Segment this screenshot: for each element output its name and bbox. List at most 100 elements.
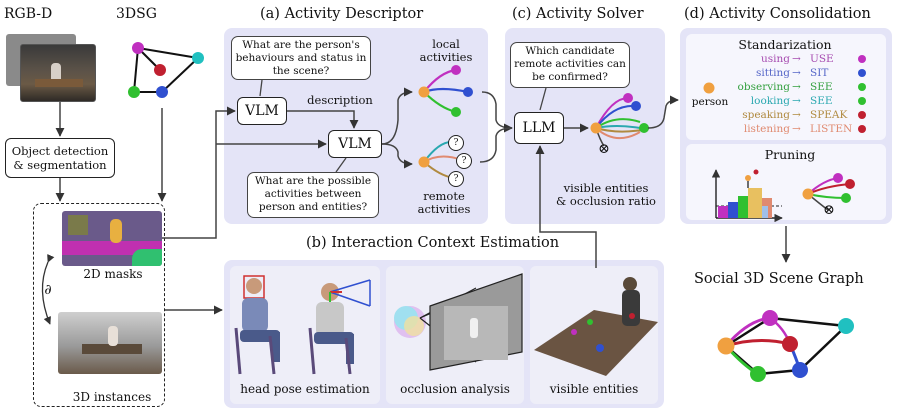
output-title: Social 3D Scene Graph: [694, 271, 864, 287]
mapping-to-3: SEE: [810, 95, 833, 107]
mapping-from-2: observing: [737, 81, 790, 93]
pruning-chart: [711, 169, 783, 223]
pruned-graph: [802, 173, 855, 211]
head-pose-label: head pose estimation: [240, 382, 370, 396]
solver-input-line2: & occlusion ratio: [556, 194, 656, 208]
instances-image: [58, 312, 162, 374]
prune-bar-yellow: [748, 188, 762, 218]
arrow-vlm1-to-vlm2: [287, 110, 359, 129]
solver-rejected-symbol: ⊗: [598, 141, 610, 157]
mapping-to-4: SPEAK: [810, 109, 848, 121]
person-figure-1: [234, 275, 280, 375]
arrow-vlm2-to-local: [381, 87, 413, 145]
bubble2-pointer: [335, 157, 347, 173]
instances-label: 3D instances: [72, 390, 152, 404]
remote-label-line1: remote: [423, 189, 465, 203]
description-label: description: [307, 93, 373, 107]
activity-descriptor-title: (a) Activity Descriptor: [260, 6, 424, 22]
person-figure-2: [308, 279, 371, 375]
llm-box: LLM: [514, 112, 564, 144]
detection-label-line1: Object detection: [11, 144, 109, 158]
mapping-arrow-4: →: [792, 109, 801, 121]
mapping-from-1: sitting: [755, 67, 790, 79]
visible-entities-label: visible entities: [549, 382, 639, 396]
visible-entities-figure: [534, 277, 658, 376]
dsg-node-green: [128, 86, 140, 98]
mapping-node-3: [858, 97, 866, 105]
mapping-from-5: listening: [743, 123, 790, 135]
prune-bar-blue: [728, 202, 738, 218]
mapping-arrow-2: →: [792, 81, 801, 93]
local-activities-label: local activities: [418, 38, 474, 64]
solver-input-line1: visible entities: [563, 181, 649, 195]
activity-solver-title: (c) Activity Solver: [512, 6, 644, 22]
solver-node-green: [639, 123, 649, 133]
social-node-magenta: [762, 310, 778, 326]
mapping-arrow-1: →: [792, 67, 801, 79]
mapping-arrow-3: →: [792, 95, 801, 107]
arrow-vlm2-to-remote: [381, 143, 413, 169]
solver-node-magenta: [623, 93, 633, 103]
arrow-local-to-llm: [481, 91, 513, 133]
occlusion-label: occlusion analysis: [400, 382, 510, 396]
local-node-blue: [463, 87, 473, 97]
standardization-box: [686, 34, 886, 140]
mapping-from-3: looking: [750, 95, 790, 107]
pruning-title: Pruning: [764, 147, 816, 162]
mapping-node-1: [858, 69, 866, 77]
dsg-node-blue: [156, 86, 168, 98]
link-arc: [41, 254, 55, 325]
pruning-rejected-symbol: ⊗: [823, 202, 835, 218]
rgbd-title: RGB-D: [4, 6, 53, 22]
standardization-title: Standarization: [738, 37, 832, 52]
arrow-entities-to-llm: [535, 145, 597, 268]
solver-output-graph: [590, 93, 649, 147]
social-node-blue: [792, 362, 808, 378]
solver-input-label: visible entities & occlusion ratio: [550, 182, 662, 208]
solver-node-blue: [631, 101, 641, 111]
local-person-node: [418, 86, 430, 98]
mapping-node-0: [858, 55, 866, 63]
solver-question: Which candidate remote activities can be…: [510, 42, 630, 88]
local-label-line1: local: [432, 37, 460, 51]
remote-label-line2: activities: [417, 202, 471, 216]
dsg-node-red: [154, 64, 166, 76]
vlm-box-1: VLM: [237, 97, 287, 125]
mapping-from-0: using: [761, 53, 790, 65]
arrow-solver-to-consolidation: [647, 95, 679, 129]
consolidation-person-node: [703, 82, 715, 94]
context-figures: [234, 273, 658, 376]
local-node-green: [451, 107, 461, 117]
local-node-magenta: [451, 65, 461, 75]
remote-activities-label: remote activities: [408, 190, 480, 216]
segmentation-container: [33, 203, 165, 407]
dsg-node-cyan: [192, 52, 204, 64]
remote-unknown-2: ?: [456, 153, 472, 169]
occlusion-figure: [394, 273, 523, 371]
object-detection-box: Object detection & segmentation: [5, 138, 115, 178]
mapping-arrow-0: →: [792, 53, 801, 65]
bubble1-pointer: [259, 79, 263, 97]
dsg-title: 3DSG: [116, 6, 157, 22]
mapping-to-2: SEE: [810, 81, 833, 93]
masks-image: [62, 211, 162, 266]
remote-unknown-3: ?: [448, 171, 464, 187]
prune-bar-cyan: [762, 206, 768, 218]
solver-bubble-pointer: [539, 87, 547, 111]
consolidation-title: (d) Activity Consolidation: [684, 6, 871, 22]
mapping-to-1: SIT: [810, 67, 829, 79]
person-label: person: [691, 96, 729, 108]
mapping-to-0: USE: [810, 53, 834, 65]
prune-bar-magenta: [718, 206, 728, 218]
input-scene-graph: [128, 42, 204, 98]
local-activities-graph: [418, 65, 473, 117]
mapping-node-2: [858, 83, 866, 91]
descriptor-question-2: What are the possible activities between…: [247, 172, 379, 218]
social-node-green: [750, 366, 766, 382]
remote-unknown-1: ?: [448, 135, 464, 151]
social-node-red: [782, 336, 798, 352]
remote-person-node: [418, 156, 430, 168]
dsg-node-magenta: [132, 42, 144, 54]
local-label-line2: activities: [419, 50, 473, 64]
